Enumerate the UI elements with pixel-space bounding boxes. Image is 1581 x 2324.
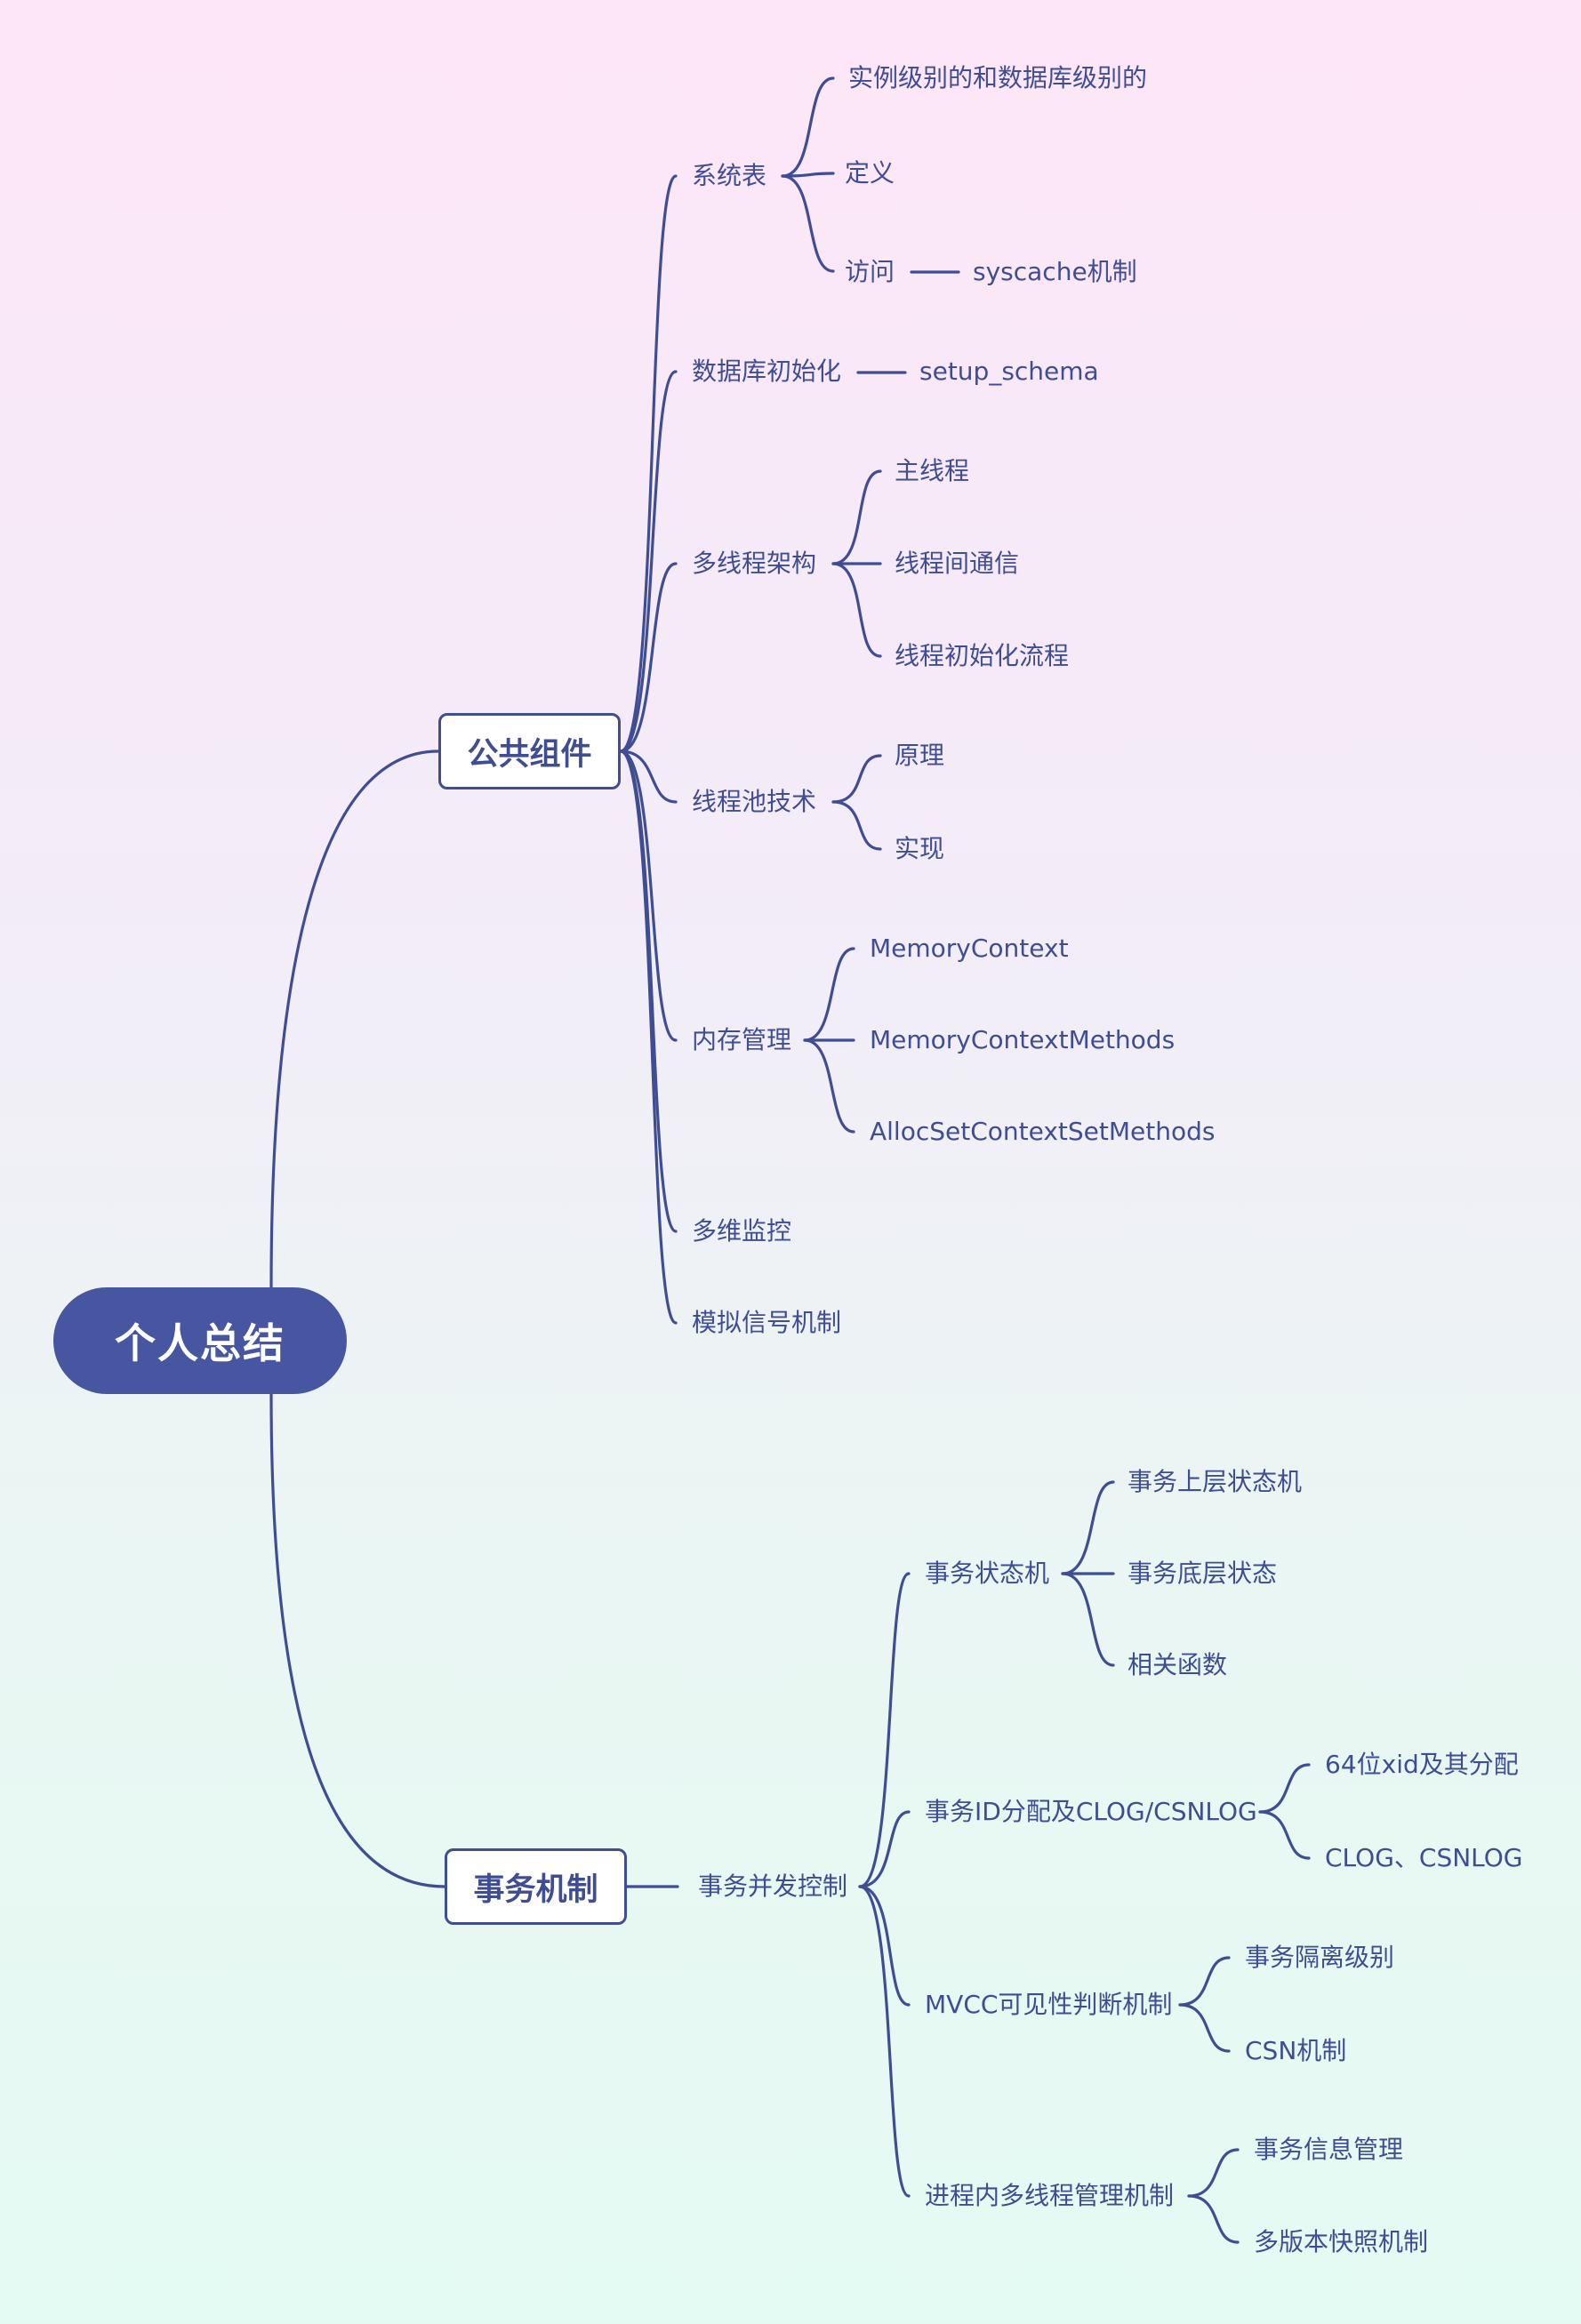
edge-neicun-alloc <box>803 1038 855 1134</box>
edge-xianchengchi-yuanli <box>831 754 882 804</box>
edge-gonggong-xitongbiao <box>619 174 678 753</box>
edge-bingfa-mvcc <box>858 1885 911 2007</box>
subtopic-definition[interactable]: 定义 <box>845 158 895 188</box>
topic-mvcc-visibility[interactable]: MVCC可见性判断机制 <box>925 1990 1173 2019</box>
topic-memory-mgmt[interactable]: 内存管理 <box>692 1025 792 1054</box>
root-node[interactable]: 个人总结 <box>53 1287 347 1394</box>
edge-bingfa-zhuangtaiji <box>858 1572 911 1888</box>
subtopic-64bit-xid[interactable]: 64位xid及其分配 <box>1325 1750 1519 1779</box>
subtopic-txn-info-mgmt[interactable]: 事务信息管理 <box>1254 2135 1404 2164</box>
edge-root-shiwu <box>269 1392 446 1888</box>
edge-zhuangtaiji-shangceng <box>1061 1480 1115 1575</box>
edge-gonggong-neicun <box>619 749 678 1042</box>
subtopic-principle[interactable]: 原理 <box>895 741 945 770</box>
subtopic-isolation-level[interactable]: 事务隔离级别 <box>1245 1943 1395 1972</box>
subtopic-upper-state-machine[interactable]: 事务上层状态机 <box>1128 1467 1303 1496</box>
branch-node-shiwu[interactable]: 事务机制 <box>445 1848 627 1925</box>
subtopic-main-thread[interactable]: 主线程 <box>895 456 970 485</box>
subtopic-memory-context[interactable]: MemoryContext <box>870 934 1069 963</box>
edge-zhuangtaiji-hanshu <box>1061 1572 1115 1667</box>
edge-neicun-mc <box>803 947 855 1042</box>
subtopic-implementation[interactable]: 实现 <box>895 834 945 863</box>
subtopic-access[interactable]: 访问 <box>845 257 895 286</box>
topic-txn-id-clog[interactable]: 事务ID分配及CLOG/CSNLOG <box>925 1797 1257 1826</box>
topic-multidim-monitor[interactable]: 多维监控 <box>692 1216 792 1246</box>
edge-xianchengchi-shixian <box>831 800 882 851</box>
edge-xitongbiao-dingyi <box>781 172 835 178</box>
subtopic-setup-schema[interactable]: setup_schema <box>919 357 1099 386</box>
topic-multithread-arch[interactable]: 多线程架构 <box>692 549 817 578</box>
edge-gonggong-duoxiancheng <box>619 562 678 753</box>
topic-txn-concurrency[interactable]: 事务并发控制 <box>698 1871 848 1901</box>
edge-root-gonggong <box>269 749 440 1289</box>
edge-id-clog <box>1258 1810 1311 1860</box>
branch-node-gonggong[interactable]: 公共组件 <box>438 713 621 789</box>
edge-gonggong-shujukuchushihua <box>619 370 678 753</box>
edge-xitongbiao-fangwen <box>781 174 835 273</box>
subtopic-mv-snapshot[interactable]: 多版本快照机制 <box>1254 2227 1429 2256</box>
subtopic-allocset-methods[interactable]: AllocSetContextSetMethods <box>870 1117 1216 1146</box>
topic-system-tables[interactable]: 系统表 <box>692 161 767 190</box>
edge-jincheng-xinxi <box>1187 2148 1240 2198</box>
subtopic-memory-context-methods[interactable]: MemoryContextMethods <box>870 1025 1176 1054</box>
edge-duoxiancheng-zhu <box>831 469 882 565</box>
subtopic-thread-init-flow[interactable]: 线程初始化流程 <box>895 641 1070 670</box>
edge-mvcc-csn <box>1178 2003 1231 2053</box>
topic-db-init[interactable]: 数据库初始化 <box>692 357 842 386</box>
subtopic-lower-state[interactable]: 事务底层状态 <box>1128 1559 1278 1588</box>
subtopic-instance-db-level[interactable]: 实例级别的和数据库级别的 <box>848 63 1148 92</box>
topic-signal-simulation[interactable]: 模拟信号机制 <box>692 1308 842 1337</box>
subtopic-inter-thread-comm[interactable]: 线程间通信 <box>895 549 1020 578</box>
subtopic-syscache[interactable]: syscache机制 <box>973 257 1137 286</box>
topic-txn-state-machine[interactable]: 事务状态机 <box>925 1559 1050 1588</box>
edge-jincheng-kuaizhao <box>1187 2194 1240 2244</box>
subtopic-csn[interactable]: CSN机制 <box>1245 2036 1347 2065</box>
edge-duoxiancheng-chushihua <box>831 562 882 658</box>
topic-thread-pool[interactable]: 线程池技术 <box>692 787 817 816</box>
edge-mvcc-geli <box>1178 1956 1231 2007</box>
edge-gonggong-moni <box>619 749 678 1325</box>
topic-inprocess-thread-mgmt[interactable]: 进程内多线程管理机制 <box>925 2181 1175 2210</box>
subtopic-related-functions[interactable]: 相关函数 <box>1128 1650 1228 1679</box>
edge-bingfa-id <box>858 1810 911 1888</box>
edge-gonggong-xianchengchi <box>619 749 678 804</box>
edge-id-xid <box>1258 1763 1311 1814</box>
edge-bingfa-jincheng <box>858 1885 911 2198</box>
subtopic-clog-csnlog[interactable]: CLOG、CSNLOG <box>1325 1843 1523 1872</box>
edge-xitongbiao-shili <box>781 76 835 178</box>
